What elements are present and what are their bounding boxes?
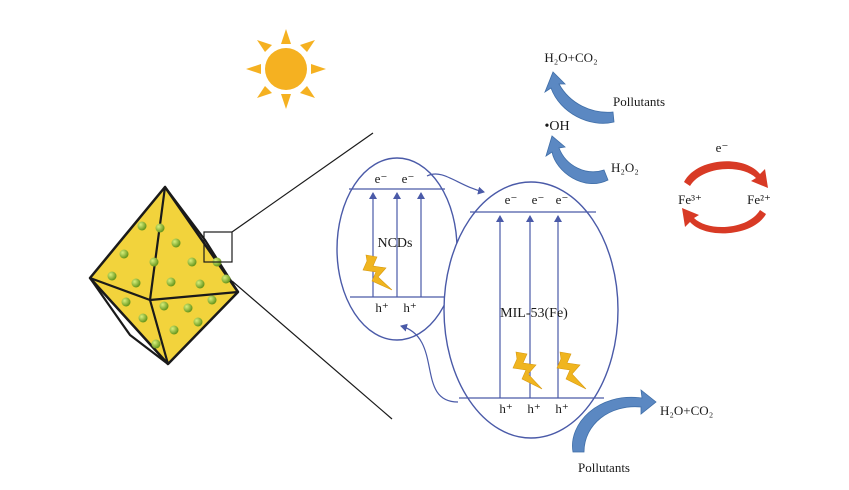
ncds-electron-2: e⁻: [402, 171, 415, 186]
mof-hole-2: h⁺: [527, 401, 540, 416]
zoom-box: [203, 231, 233, 263]
ncds-hole-2: h⁺: [403, 300, 416, 315]
fe2-label: Fe²⁺: [747, 192, 771, 207]
lightning-icon: [556, 351, 587, 390]
mof-electron-1: e⁻: [505, 192, 518, 207]
ncds-band-diagram: e⁻ e⁻ NCDs h⁺ h⁺: [336, 157, 458, 341]
zoom-line-top: [231, 132, 374, 233]
ncds-hole-1: h⁺: [375, 300, 388, 315]
fe3-label: Fe³⁺: [678, 192, 702, 207]
mof-hole-1: h⁺: [499, 401, 512, 416]
lightning-icon: [362, 254, 393, 291]
ncds-label: NCDs: [377, 236, 412, 251]
curved-arrow-icon: [545, 135, 609, 185]
hydroxyl-radical-label: •OH: [544, 119, 569, 134]
octahedron-crystal-icon: [88, 185, 240, 366]
nanodot-cluster: [107, 221, 231, 349]
bottom-products-label: H₂O+CO₂: [660, 403, 713, 418]
mof-hole-3: h⁺: [555, 401, 568, 416]
curved-arrow-icon: [572, 389, 657, 453]
ncds-electron-1: e⁻: [375, 171, 388, 186]
sun-icon: [246, 29, 326, 109]
iron-redox-cycle: e⁻ Fe³⁺ Fe²⁺: [678, 140, 771, 234]
top-products-label: H₂O+CO₂: [544, 50, 597, 65]
zoom-line-bottom: [231, 280, 393, 420]
mof-electron-3: e⁻: [556, 192, 569, 207]
bottom-pollutants-label: Pollutants: [578, 460, 630, 475]
cycle-arrow-top: [684, 161, 768, 188]
cycle-electron-label: e⁻: [716, 140, 729, 155]
electron-transfer-arrow: [426, 173, 485, 195]
hole-transfer-arrow: [400, 323, 459, 403]
mof-electron-2: e⁻: [532, 192, 545, 207]
cycle-arrow-bottom: [682, 208, 766, 234]
hydrogen-peroxide-label: H₂O₂: [611, 160, 639, 175]
top-pollutants-label: Pollutants: [613, 94, 665, 109]
mof-label: MIL-53(Fe): [500, 306, 568, 321]
lightning-icon: [512, 351, 543, 390]
mof-band-diagram: e⁻ e⁻ e⁻ MIL-53(Fe) h⁺ h⁺ h⁺: [443, 181, 619, 439]
curved-arrow-icon: [544, 71, 615, 124]
